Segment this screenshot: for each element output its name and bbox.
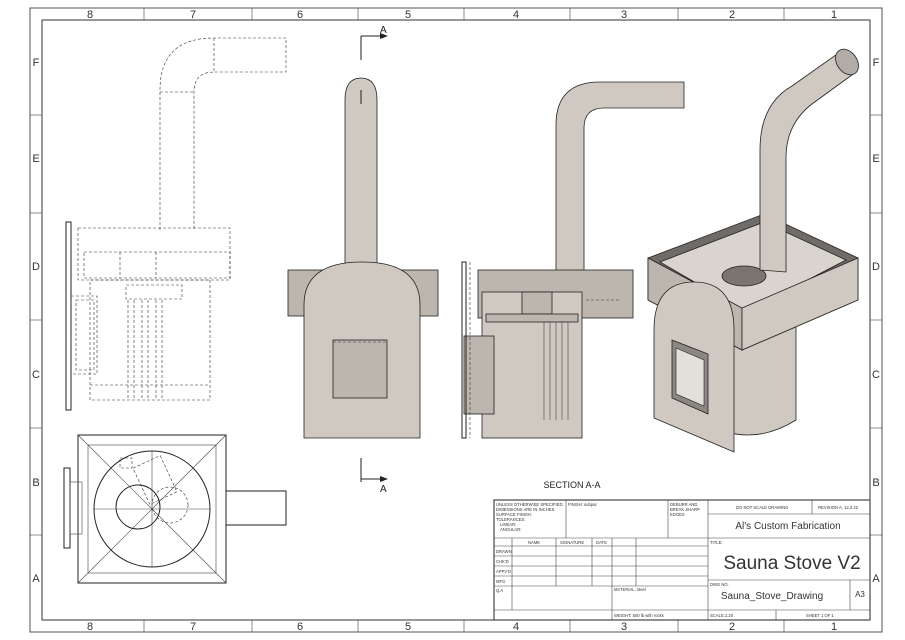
zone-col-label: 8: [87, 621, 93, 633]
zone-row-label: D: [872, 261, 880, 273]
deburr-note: EDGES: [670, 512, 685, 517]
zone-col-label: 6: [297, 621, 303, 633]
zone-col-label: 2: [729, 9, 735, 21]
zone-col-label: 6: [297, 9, 303, 21]
zone-row-label: B: [872, 477, 879, 489]
dwg-no-label: DWG NO.: [710, 582, 729, 587]
material-note: MATERIAL: steel: [614, 587, 646, 592]
row-label: DRAWN: [496, 549, 512, 554]
sheet-note: SHEET 1 OF 1: [806, 613, 835, 618]
tolerance-note: UNLESS OTHERWISE SPECIFIED:: [496, 502, 564, 507]
row-label: CHK'D: [496, 559, 509, 564]
zone-col-label: 7: [190, 621, 196, 633]
zone-row-label: E: [32, 153, 39, 165]
tolerance-note: SURFACE FINISH:: [496, 512, 532, 517]
zone-col-label: 5: [405, 621, 411, 633]
zone-row-label: C: [872, 369, 880, 381]
tolerance-note: TOLERANCES:: [496, 517, 525, 522]
drawing-title: Sauna Stove V2: [723, 553, 860, 574]
do-not-scale-note: DO NOT SCALE DRAWING: [736, 505, 788, 510]
finish-note: FINISH: subpar: [568, 502, 597, 507]
zone-col-label: 7: [190, 9, 196, 21]
section-label: SECTION A-A: [543, 480, 600, 490]
revision-note: REVISION A, 12.2.22: [818, 505, 859, 510]
company-name: Al's Custom Fabrication: [735, 521, 840, 532]
weight-note: WEIGHT: 500 lb with rocks: [614, 613, 664, 618]
zone-row-label: F: [33, 57, 40, 69]
top-view: [63, 434, 287, 584]
zone-row-label: F: [873, 57, 880, 69]
title-label: TITLE:: [710, 540, 723, 545]
deburr-note: BREAK SHARP: [670, 507, 700, 512]
section-view: SECTION A-A: [461, 81, 685, 490]
zone-row-label: B: [32, 477, 39, 489]
zone-col-label: 3: [621, 9, 627, 21]
cut-label: A: [380, 25, 387, 36]
col-header: NAME: [528, 540, 540, 545]
zone-col-label: 5: [405, 9, 411, 21]
zone-col-label: 1: [831, 621, 837, 633]
tolerance-note: DIMENSIONS ARE IN INCHES: [496, 507, 555, 512]
zone-col-label: 1: [831, 9, 837, 21]
tolerance-note: LINEAR:: [500, 522, 516, 527]
zone-row-label: C: [32, 369, 40, 381]
zone-col-label: 4: [513, 621, 519, 633]
col-header: SIGNATURE: [560, 540, 584, 545]
zone-row-label: A: [32, 573, 40, 585]
cut-label: A: [380, 484, 387, 495]
title-block: UNLESS OTHERWISE SPECIFIED: DIMENSIONS A…: [493, 499, 871, 621]
zone-col-label: 8: [87, 9, 93, 21]
side-view: [65, 37, 287, 411]
zone-col-label: 2: [729, 621, 735, 633]
row-label: Q.A: [496, 588, 503, 593]
row-label: MFG: [496, 579, 505, 584]
zone-row-label: D: [32, 261, 40, 273]
scale-note: SCALE:1:20: [710, 613, 734, 618]
zone-row-label: A: [872, 573, 880, 585]
sheet-size: A3: [855, 590, 865, 599]
front-view: A A: [287, 25, 439, 495]
deburr-note: DEBURR AND: [670, 502, 697, 507]
col-header: DATE: [596, 540, 607, 545]
row-label: APPV'D: [496, 569, 511, 574]
isometric-view: [647, 48, 859, 453]
drawing-number: Sauna_Stove_Drawing: [721, 591, 823, 602]
tolerance-note: ANGULAR:: [500, 527, 521, 532]
zone-col-label: 4: [513, 9, 519, 21]
zone-col-label: 3: [621, 621, 627, 633]
zone-row-label: E: [872, 153, 879, 165]
